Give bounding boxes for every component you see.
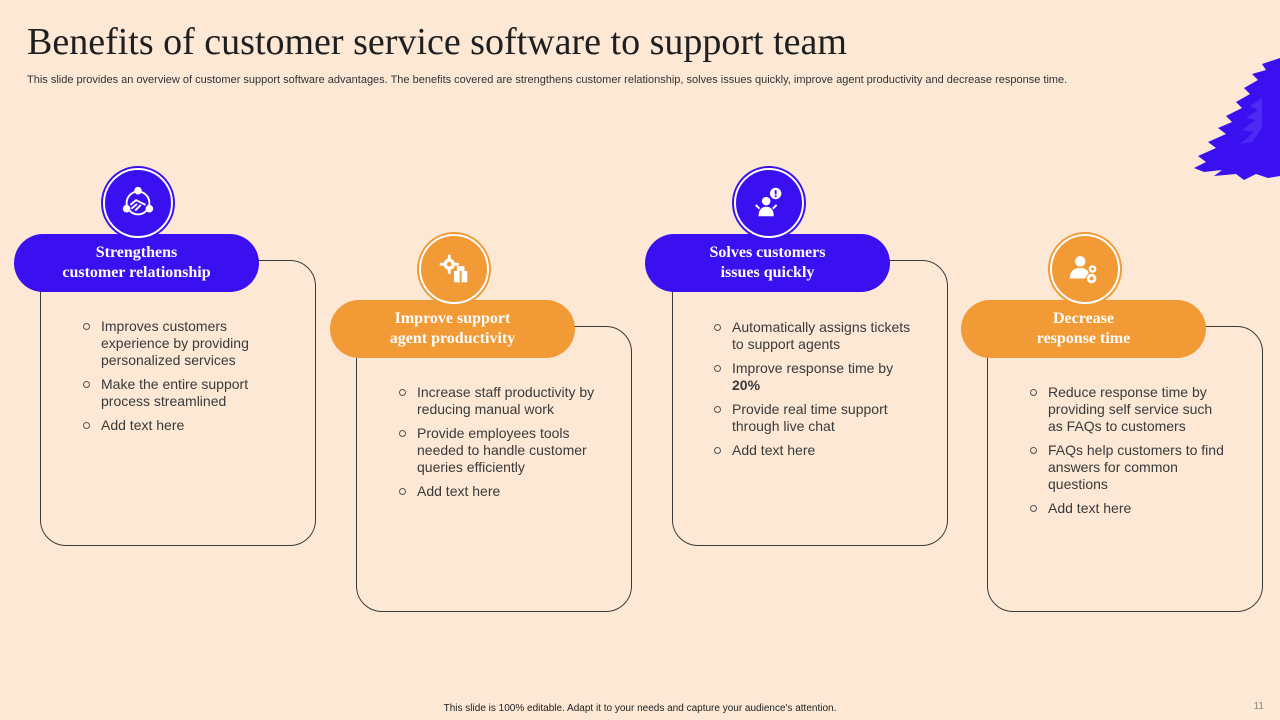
- list-item: Improve response time by 20%: [713, 360, 913, 394]
- slide-subtitle: This slide provides an overview of custo…: [27, 74, 1068, 86]
- slide-title: Benefits of customer service software to…: [27, 21, 847, 63]
- bullet-list-strengthens: Improves customers experience by providi…: [82, 318, 282, 441]
- page-number: 11: [1253, 701, 1264, 712]
- list-item: Provide employees tools needed to handle…: [398, 425, 598, 476]
- bullet-list-response: Reduce response time by providing self s…: [1029, 384, 1229, 524]
- list-item: Automatically assigns tickets to support…: [713, 319, 913, 353]
- list-item: Improves customers experience by providi…: [82, 318, 282, 369]
- brush-stroke-decoration: [1194, 58, 1280, 180]
- list-item: Add text here: [713, 442, 913, 459]
- bullet-list-productivity: Increase staff productivity by reducing …: [398, 384, 598, 507]
- list-item: Reduce response time by providing self s…: [1029, 384, 1229, 435]
- list-item: Provide real time support through live c…: [713, 401, 913, 435]
- list-item: Add text here: [1029, 500, 1229, 517]
- list-item: FAQs help customers to find answers for …: [1029, 442, 1229, 493]
- footer-note: This slide is 100% editable. Adapt it to…: [443, 703, 837, 714]
- gear-boxes-icon: [419, 234, 489, 304]
- bullet-list-solves: Automatically assigns tickets to support…: [713, 319, 913, 466]
- handshake-network-icon: [103, 168, 173, 238]
- list-item: Add text here: [398, 483, 598, 500]
- list-item: Add text here: [82, 417, 282, 434]
- highlight-percent: 20%: [732, 377, 761, 393]
- user-settings-icon: [1050, 234, 1120, 304]
- list-item: Increase staff productivity by reducing …: [398, 384, 598, 418]
- person-alert-icon: [734, 168, 804, 238]
- list-item: Make the entire support process streamli…: [82, 376, 282, 410]
